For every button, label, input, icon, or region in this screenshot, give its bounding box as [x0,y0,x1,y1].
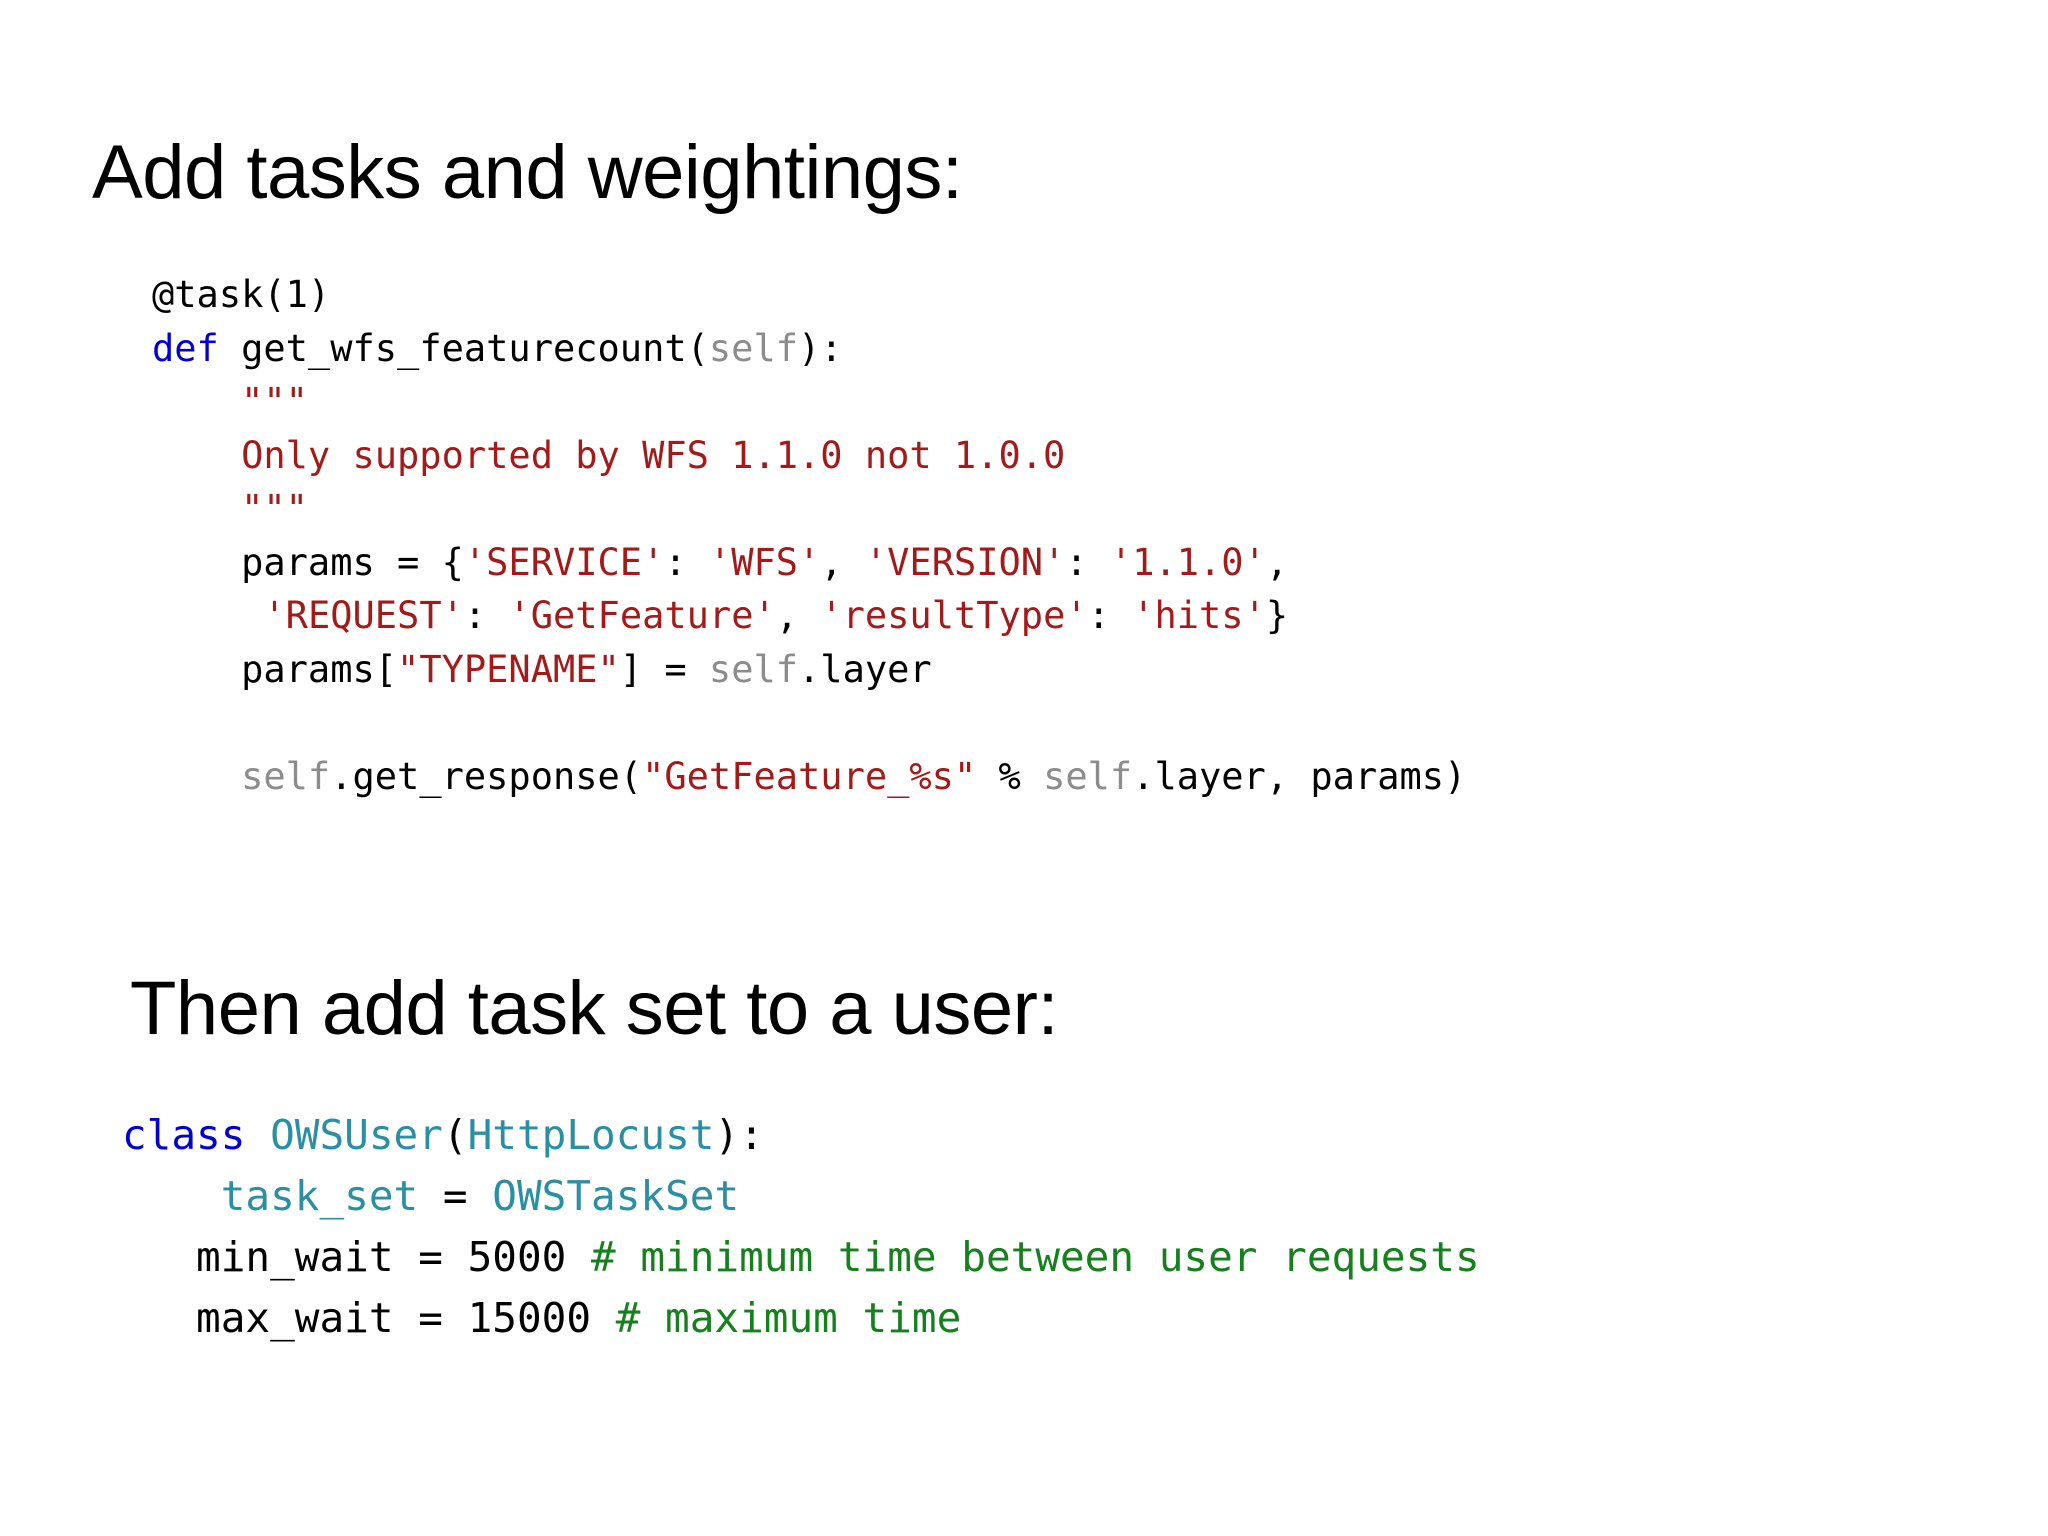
code-token-string: "TYPENAME" [397,647,620,691]
code-token-class_name: HttpLocust [467,1111,715,1159]
code-token-plain: ( [442,1111,468,1159]
code-token-comment: # minimum time between user requests [591,1233,1480,1281]
code-token-string: 'SERVICE' [463,540,665,584]
code-token-plain: params[ [152,647,398,691]
code-token-plain: .get_response( [330,754,643,798]
code-token-plain [152,755,241,798]
page-title: Add tasks and weightings: [92,129,963,215]
code-token-self: self [708,647,799,691]
code-token-plain: @task(1) [152,273,331,316]
code-token-string: 'GetFeature' [508,594,776,637]
code-line: def get_wfs_featurecount(self): [152,322,1466,376]
code-token-plain: : [1087,594,1133,637]
code-token-string: 'WFS' [708,540,821,584]
code-token-docstring: Only supported by WFS 1.1.0 not 1.0.0 [152,433,1066,477]
code-token-class_name: OWSTaskSet [492,1172,740,1220]
code-token-plain: max_wait = 15000 [122,1294,616,1342]
code-line: task_set = OWSTaskSet [122,1166,1480,1227]
code-line: @task(1) [152,268,1466,322]
code-line: """ [152,482,1466,536]
code-token-plain [152,594,263,637]
code-token-self: self [708,326,799,370]
code-token-keyword: def [152,326,242,370]
code-token-plain: : [664,540,709,584]
code-token-plain: .layer [798,647,932,691]
code-line [152,696,1466,750]
code-token-keyword: class [122,1111,271,1159]
code-token-plain: : [1065,540,1110,584]
code-token-docstring: """ [152,380,308,423]
code-line: params["TYPENAME"] = self.layer [152,643,1466,697]
code-line: class OWSUser(HttpLocust): [122,1105,1480,1166]
code-token-plain: min_wait = 5000 [122,1233,591,1281]
code-line: params = {'SERVICE': 'WFS', 'VERSION': '… [152,536,1466,590]
code-token-plain: = [418,1172,493,1220]
code-token-plain: ] = [619,647,709,691]
code-token-string: "GetFeature_%s" [642,754,977,798]
code-line: 'REQUEST': 'GetFeature', 'resultType': '… [152,589,1466,643]
code-token-docstring: """ [152,487,308,530]
code-token-plain: .layer, params) [1132,754,1467,798]
code-token-class_name: task_set [220,1172,419,1220]
code-block-user-class: class OWSUser(HttpLocust): task_set = OW… [122,1105,1480,1349]
code-token-plain: params = { [152,540,464,584]
code-token-self: self [1043,754,1133,798]
code-token-plain [122,1172,221,1220]
code-line: min_wait = 5000 # minimum time between u… [122,1227,1480,1288]
code-line: self.get_response("GetFeature_%s" % self… [152,750,1466,804]
code-token-plain: ): [798,326,843,370]
code-token-string: 'resultType' [820,594,1088,637]
code-token-plain: : [463,594,509,637]
code-token-plain: % [976,754,1044,798]
code-token-string: 'VERSION' [864,540,1066,584]
code-token-plain: , [775,594,821,637]
code-token-plain: , [820,540,865,584]
code-token-string: 'hits' [1132,594,1266,637]
code-token-plain: get_wfs_featurecount( [241,326,709,370]
code-token-self: self [241,754,331,798]
code-token-plain: } [1265,594,1289,637]
code-block-tasks: @task(1)def get_wfs_featurecount(self): … [152,268,1466,803]
code-line: max_wait = 15000 # maximum time [122,1288,1480,1349]
code-token-string: '1.1.0' [1109,540,1266,584]
code-token-class_name: OWSUser [270,1111,443,1159]
code-token-comment: # maximum time [615,1294,962,1342]
code-line: Only supported by WFS 1.1.0 not 1.0.0 [152,429,1466,483]
code-token-plain: ): [714,1111,764,1159]
code-token-plain: , [1265,540,1289,584]
section-title: Then add task set to a user: [130,966,1059,1052]
code-token-string: 'REQUEST' [263,594,464,637]
code-line: """ [152,375,1466,429]
